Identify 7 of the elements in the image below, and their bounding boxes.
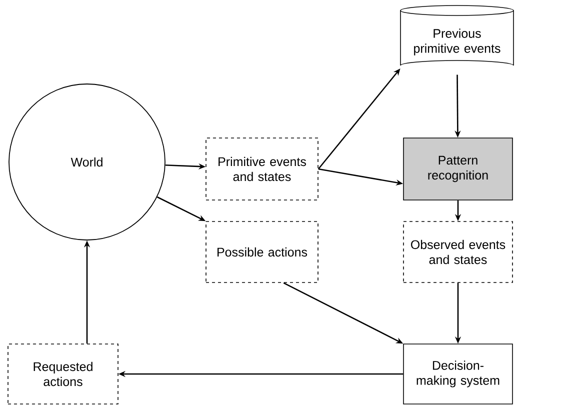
process-box: Decision-making system xyxy=(403,344,513,404)
dashed-box: Primitive events and states xyxy=(206,138,318,200)
dashed-box: Observed events and states xyxy=(403,221,513,283)
process-box: Pattern recognition xyxy=(403,138,513,200)
dashed-box: Possible actions xyxy=(206,221,318,283)
dashed-box: Requested actions xyxy=(8,344,118,404)
database-cylinder: Previous primitive events xyxy=(400,5,514,66)
